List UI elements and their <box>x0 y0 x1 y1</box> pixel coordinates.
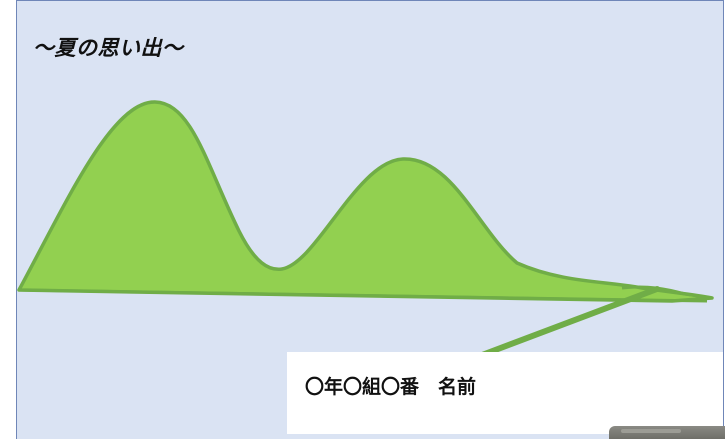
name-label: 〇年〇組〇番 名前 <box>305 375 477 398</box>
mountain-base-line <box>18 288 708 303</box>
mountain-shape <box>17 100 714 358</box>
photo-thumbnail[interactable] <box>609 426 725 439</box>
tail-scribble <box>621 285 713 300</box>
slide-title: ～夏の思い出～ <box>33 36 184 60</box>
slide-canvas: ～夏の思い出～ 〇年〇組〇番 名前 <box>16 0 724 439</box>
connector-line <box>479 286 660 358</box>
mountain-fill <box>17 100 714 303</box>
name-box[interactable]: 〇年〇組〇番 名前 <box>287 352 723 434</box>
